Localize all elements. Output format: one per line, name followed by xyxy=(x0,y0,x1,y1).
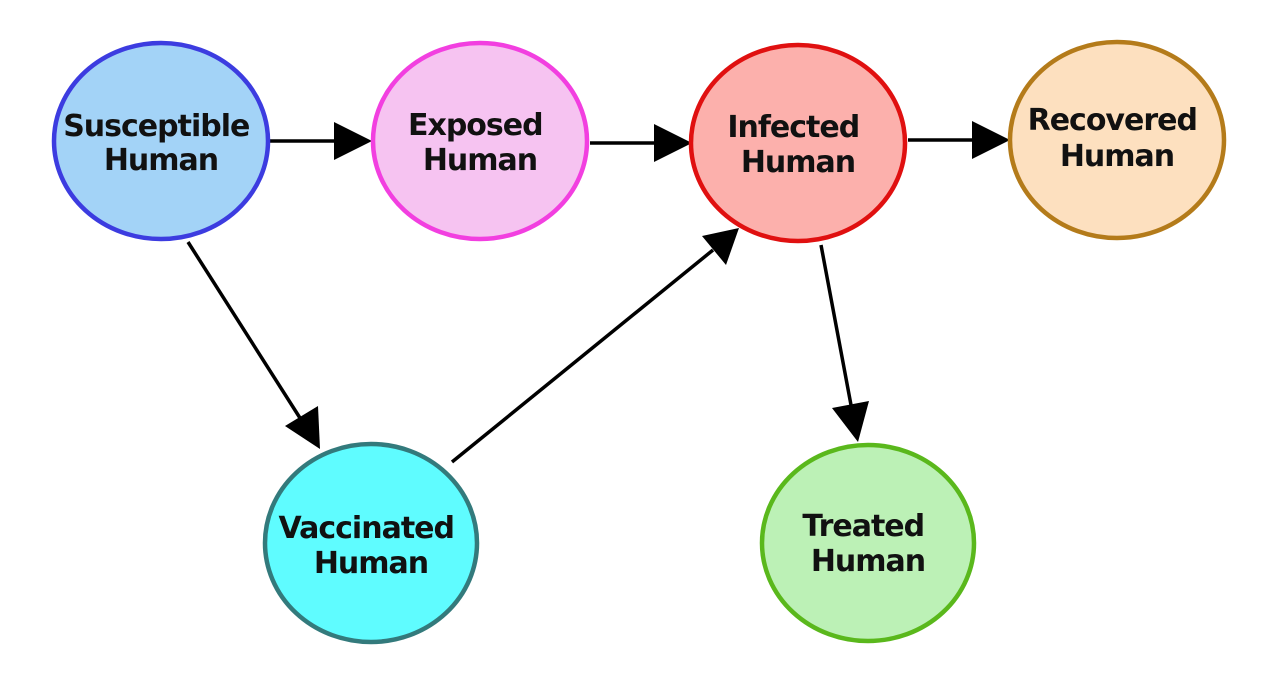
node-label-line2: Human xyxy=(741,145,855,180)
edge-vaccinated-to-infected xyxy=(450,228,739,464)
node-vaccinated-human: Vaccinated Human xyxy=(262,441,480,645)
node-label-line2: Human xyxy=(314,546,428,581)
svg-text:Infected Human: Infected Human xyxy=(727,110,868,180)
node-label-line1: Exposed xyxy=(408,108,543,143)
svg-text:Treated Human: Treated Human xyxy=(802,509,933,579)
node-exposed-human: Exposed Human xyxy=(370,40,590,242)
node-label-line1: Infected xyxy=(727,110,859,145)
arrow-head-icon xyxy=(702,228,739,265)
node-treated-human: Treated Human xyxy=(759,442,977,644)
node-infected-human: Infected Human xyxy=(688,42,908,244)
arrow-head-icon xyxy=(972,121,1010,159)
node-label-line1: Recovered xyxy=(1028,103,1197,138)
node-recovered-human: Recovered Human xyxy=(1007,39,1227,241)
node-label-line2: Human xyxy=(1060,139,1174,174)
svg-text:Vaccinated Human: Vaccinated Human xyxy=(279,511,464,581)
node-label-line2: Human xyxy=(104,143,218,178)
node-label-line1: Treated xyxy=(802,509,924,544)
edge-exposed-to-infected xyxy=(590,124,692,162)
edge-infected-to-recovered xyxy=(908,121,1010,159)
svg-text:Susceptible Human: Susceptible Human xyxy=(63,109,259,178)
edge-susceptible-to-exposed xyxy=(270,122,372,160)
edge-infected-to-treated xyxy=(819,244,869,442)
node-susceptible-human: Susceptible Human xyxy=(51,40,271,242)
node-label-line2: Human xyxy=(423,143,537,178)
nodes: Susceptible Human Exposed Human Infected… xyxy=(51,39,1227,645)
svg-text:Recovered Human: Recovered Human xyxy=(1028,103,1207,174)
arrow-head-icon xyxy=(334,122,372,160)
node-label-line2: Human xyxy=(811,544,925,579)
edges xyxy=(186,121,1010,464)
node-label-line1: Vaccinated xyxy=(279,511,454,546)
svg-text:Exposed Human: Exposed Human xyxy=(408,108,552,178)
arrow-head-icon xyxy=(654,124,692,162)
arrow-head-icon xyxy=(832,401,869,442)
arrow-head-icon xyxy=(285,406,320,449)
edge-susceptible-to-vaccinated xyxy=(186,241,320,449)
node-label-line1: Susceptible xyxy=(63,109,249,144)
